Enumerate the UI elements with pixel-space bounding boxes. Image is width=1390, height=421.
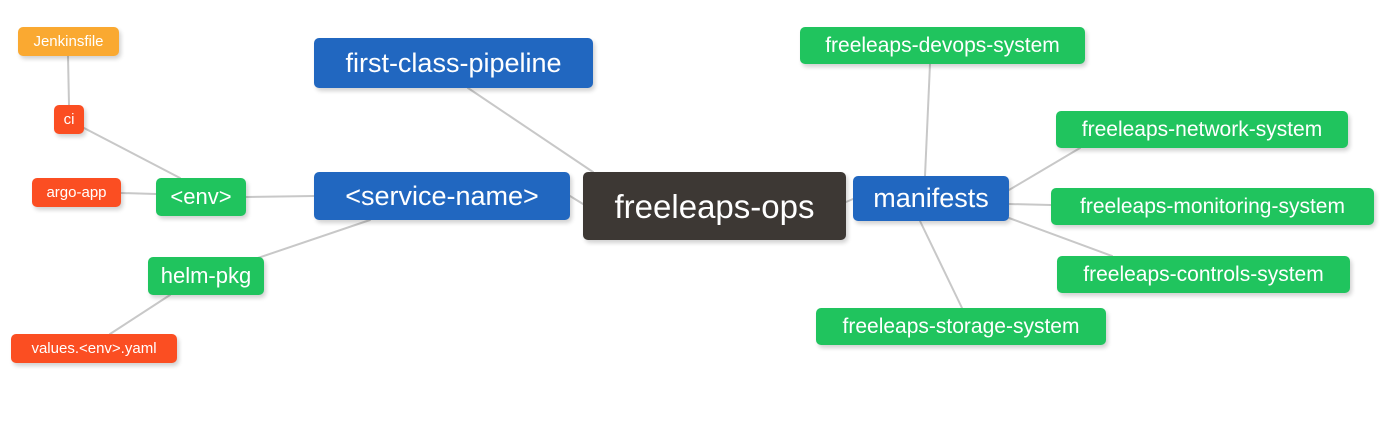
mindmap-node-label: freeleaps-controls-system [1083,263,1324,286]
mindmap-node-label: argo-app [46,184,107,201]
mindmap-node-label: helm-pkg [160,263,252,288]
mindmap-node-label: freeleaps-devops-system [825,34,1060,57]
edge-helm-pkg-to-values-yaml [109,294,171,335]
edge-manifests-to-freeleaps-devops-system [924,63,931,177]
mindmap-node-label: freeleaps-monitoring-system [1080,195,1345,218]
mindmap-node-label: values.<env>.yaml [31,340,157,357]
mindmap-node-label: freeleaps-ops [614,187,815,225]
mindmap-node-label: freeleaps-storage-system [842,315,1080,338]
edge-freeleaps-ops-to-manifests [845,198,854,203]
edge-service-name-to-env [245,195,315,198]
mindmap-node-label: ci [63,111,75,128]
mindmap-node-label: <env> [170,184,232,209]
mindmap-node-ci[interactable]: ci [54,105,84,134]
mindmap-node-label: freeleaps-network-system [1081,118,1323,141]
mindmap-node-service-name[interactable]: <service-name> [314,172,570,220]
mindmap-node-freeleaps-monitoring-system[interactable]: freeleaps-monitoring-system [1051,188,1374,225]
mindmap-node-jenkinsfile[interactable]: Jenkinsfile [18,27,119,56]
mindmap-node-freeleaps-devops-system[interactable]: freeleaps-devops-system [800,27,1085,64]
edge-manifests-to-freeleaps-monitoring-system [1008,203,1052,206]
edge-manifests-to-freeleaps-network-system [1008,147,1081,191]
edge-ci-to-jenkinsfile [67,55,70,106]
mindmap-node-label: Jenkinsfile [33,33,104,50]
mindmap-node-first-class-pipeline[interactable]: first-class-pipeline [314,38,593,88]
edge-manifests-to-freeleaps-storage-system [919,220,963,309]
mindmap-node-helm-pkg[interactable]: helm-pkg [148,257,264,295]
edge-freeleaps-ops-to-service-name [569,195,584,205]
edge-env-to-ci [83,127,181,179]
mindmap-node-freeleaps-network-system[interactable]: freeleaps-network-system [1056,111,1348,148]
mindmap-node-label: first-class-pipeline [345,47,562,78]
mindmap-node-label: manifests [873,183,989,213]
mindmap-node-values-yaml[interactable]: values.<env>.yaml [11,334,177,363]
mindmap-node-freeleaps-controls-system[interactable]: freeleaps-controls-system [1057,256,1350,293]
edge-env-to-argo-app [120,192,157,195]
mindmap-node-freeleaps-ops[interactable]: freeleaps-ops [583,172,846,240]
mindmap-node-env[interactable]: <env> [156,178,246,216]
mindmap-node-freeleaps-storage-system[interactable]: freeleaps-storage-system [816,308,1106,345]
edge-service-name-to-helm-pkg [245,219,371,263]
mindmap-node-argo-app[interactable]: argo-app [32,178,121,207]
mindmap-node-label: <service-name> [345,180,539,211]
mindmap-node-manifests[interactable]: manifests [853,176,1009,221]
edge-freeleaps-ops-to-first-class-pipeline [467,87,594,173]
